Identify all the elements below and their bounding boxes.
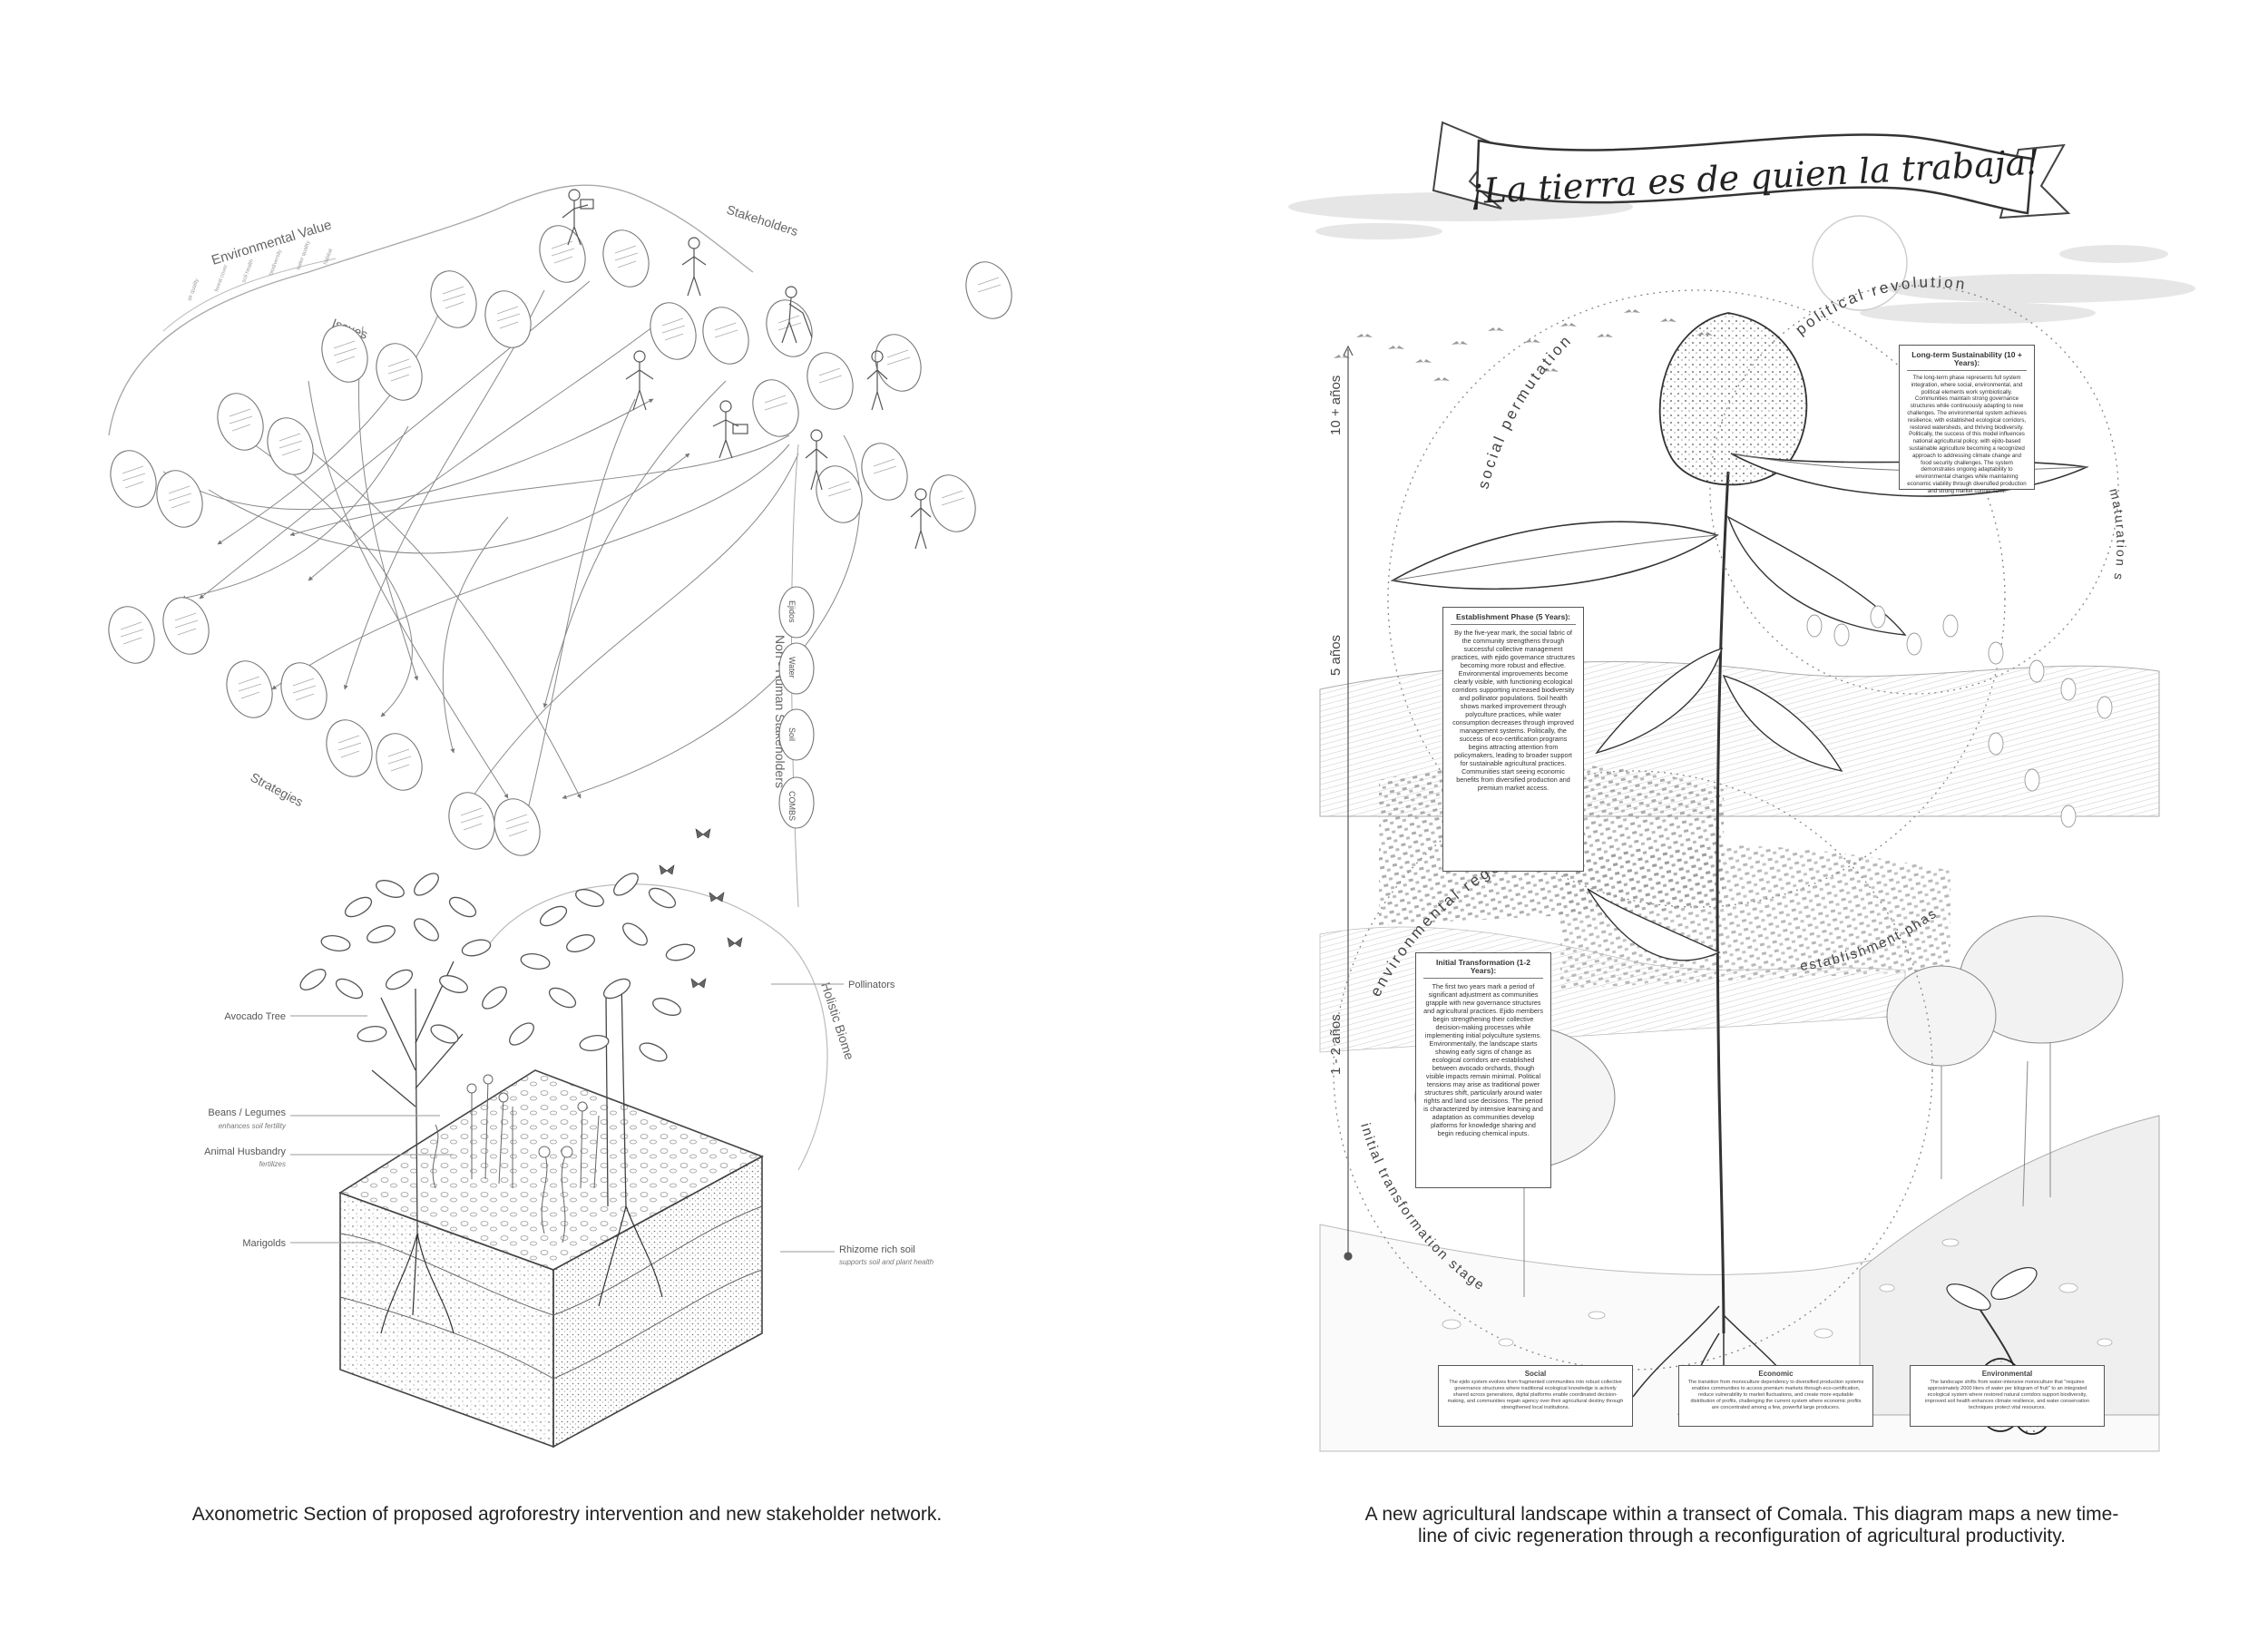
long-term-text: The long-term phase represents full syst… bbox=[1907, 375, 2027, 494]
axonometric-block bbox=[338, 1069, 764, 1449]
sun bbox=[1812, 215, 1908, 311]
beans-label: Beans / Legumes bbox=[208, 1107, 286, 1118]
long-term-box: Long-term Sustainability (10 + Years): T… bbox=[1899, 345, 2035, 494]
leaf-low bbox=[1587, 888, 1721, 961]
establishment-box: Establishment Phase (5 Years): By the fi… bbox=[1442, 607, 1584, 872]
svg-text:habitat: habitat bbox=[323, 248, 334, 265]
farmer-figure-3 bbox=[781, 286, 813, 344]
pollinators-label: Pollinators bbox=[848, 980, 895, 990]
initial-title: Initial Transformation (1-2 Years): bbox=[1423, 959, 1543, 979]
holistic-biome-arc bbox=[489, 883, 828, 1171]
banner-text: ¡La tierra es de quien la trabaja! bbox=[1469, 142, 2040, 212]
economic-text: The transition from monoculture dependen… bbox=[1687, 1380, 1864, 1410]
non-human-water: Water bbox=[787, 657, 797, 678]
long-term-title: Long-term Sustainability (10 + Years): bbox=[1907, 351, 2027, 371]
environmental-text: The landscape shifts from water-intensiv… bbox=[1925, 1380, 2089, 1410]
beans-sublabel: enhances soil fertility bbox=[219, 1122, 287, 1130]
marigold-flowers bbox=[466, 1074, 588, 1158]
callout-lines bbox=[290, 983, 844, 1253]
environmental-title: Environmental bbox=[1981, 1370, 2033, 1378]
environmental-box: Environmental The landscape shifts from … bbox=[1910, 1365, 2105, 1427]
avocado-tree-right bbox=[509, 873, 696, 1207]
animal-sublabel: fertilizes bbox=[259, 1160, 286, 1168]
stakeholder-figure-7 bbox=[866, 350, 888, 411]
non-human-nodes bbox=[778, 586, 815, 829]
butterfly-icons bbox=[659, 828, 743, 989]
banner-ribbon bbox=[1432, 121, 2071, 219]
farmer-figure-1 bbox=[562, 189, 594, 246]
stakeholder-figures bbox=[562, 189, 932, 550]
strategy-nodes bbox=[108, 597, 541, 856]
rhizome-label: Rhizome rich soil bbox=[839, 1244, 915, 1255]
leaf-right-mid bbox=[1726, 515, 1907, 636]
environmental-value-heading: Environmental Value bbox=[210, 217, 333, 268]
farmer-figure-2 bbox=[681, 237, 707, 297]
timeline-5-years: 5 años bbox=[1328, 635, 1344, 676]
ground-pebbles bbox=[1442, 1238, 2113, 1347]
leaf-left-mid bbox=[1595, 647, 1724, 755]
bird-flock bbox=[1334, 309, 1713, 381]
initial-box: Initial Transformation (1-2 Years): The … bbox=[1415, 952, 1551, 1188]
social-box: Social The ejido system evolves from fra… bbox=[1438, 1365, 1633, 1427]
svg-text:water quality: water quality bbox=[296, 240, 312, 272]
rhizome-sublabel: supports soil and plant health bbox=[839, 1258, 934, 1266]
timeline-axis bbox=[1343, 345, 1354, 1261]
farmer-figure-4 bbox=[625, 350, 654, 411]
right-caption-line1: A new agricultural landscape within a tr… bbox=[1364, 1504, 2119, 1525]
network-connections bbox=[162, 280, 861, 817]
social-text: The ejido system evolves from fragmented… bbox=[1447, 1380, 1624, 1410]
arc-social-permutation: social permutation bbox=[1474, 331, 1576, 491]
avocado-tree-left bbox=[299, 873, 507, 1234]
left-network-diagram: Environmental Value Issues Stakeholders … bbox=[108, 184, 1012, 1449]
social-title: Social bbox=[1524, 1370, 1547, 1378]
economic-title: Economic bbox=[1758, 1370, 1794, 1378]
right-caption-line2: line of civic regeneration through a rec… bbox=[1418, 1526, 2066, 1546]
arc-political-revolution: political revolution bbox=[1793, 273, 1969, 338]
avocado-tree-label: Avocado Tree bbox=[224, 1011, 286, 1022]
non-human-ejidos: Ejidos bbox=[787, 600, 797, 623]
timeline-1-2-years: 1 - 2 años bbox=[1328, 1014, 1344, 1075]
establishment-title: Establishment Phase (5 Years): bbox=[1451, 613, 1576, 625]
distant-figure-nodes bbox=[1806, 605, 2113, 828]
left-caption: Axonometric Section of proposed agrofore… bbox=[191, 1504, 943, 1525]
non-human-combs: COMBS bbox=[787, 791, 797, 821]
stakeholders-heading: Stakeholders bbox=[725, 202, 800, 239]
stakeholder-figure-6 bbox=[805, 429, 828, 491]
strategies-heading: Strategies bbox=[249, 770, 306, 810]
avocado-seed bbox=[1658, 312, 1808, 486]
clouds bbox=[1288, 180, 2195, 324]
establishment-text: By the five-year mark, the social fabric… bbox=[1452, 629, 1575, 792]
svg-text:air quality: air quality bbox=[187, 278, 200, 301]
economic-box: Economic The transition from monoculture… bbox=[1678, 1365, 1873, 1427]
marigolds-label: Marigolds bbox=[242, 1238, 286, 1249]
farmer-figure-5 bbox=[712, 400, 748, 459]
network-boundary bbox=[108, 184, 754, 436]
right-caption: A new agricultural landscape within a tr… bbox=[1288, 1504, 2195, 1547]
stakeholder-figure-8 bbox=[910, 488, 932, 550]
non-human-soil: Soil bbox=[787, 727, 797, 741]
svg-text:forest cover: forest cover bbox=[214, 264, 229, 293]
node-text-lines bbox=[120, 240, 1002, 837]
issue-nodes bbox=[110, 225, 1012, 532]
svg-text:soil health: soil health bbox=[241, 258, 255, 283]
leaf-right-small bbox=[1722, 674, 1843, 773]
understory-plants bbox=[432, 1078, 600, 1244]
initial-text: The first two years mark a period of sig… bbox=[1423, 982, 1543, 1137]
timeline-10-years: 10 + años bbox=[1328, 376, 1344, 435]
leaf-left-large bbox=[1390, 521, 1719, 590]
environmental-value-curve bbox=[162, 258, 337, 332]
animal-label: Animal Husbandry bbox=[204, 1146, 286, 1157]
